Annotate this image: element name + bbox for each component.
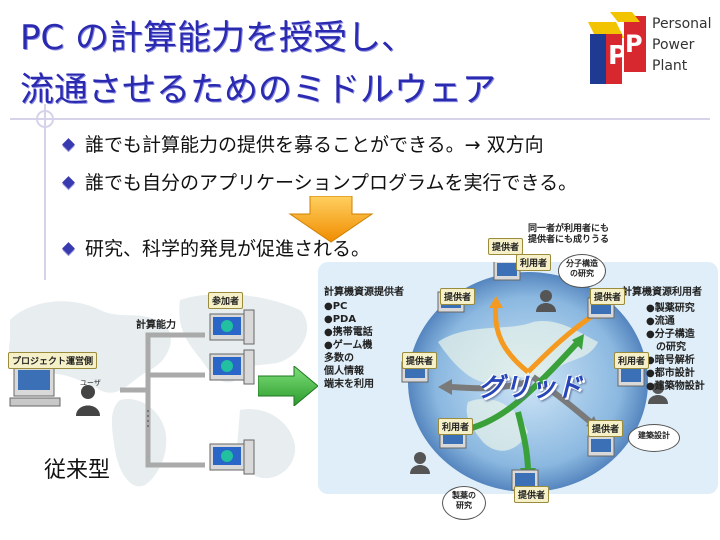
bubble-line: の研究 [570,269,594,278]
architecture-bubble: 建築設計 [628,424,680,452]
provider-tag: 提供者 [440,288,476,305]
user-list: ●製薬研究 ●流通 ●分子構造 の研究 ●暗号解析 ●都市設計 ●建築物設計 [646,302,705,393]
provider-list-item: ●PDA [324,314,357,325]
user-list-item: の研究 [656,342,686,353]
provider-tag: 提供者 [514,486,550,503]
user-list-item: ●都市設計 [646,368,695,379]
provider-list-item: ●携帯電話 [324,327,373,338]
bubble-line: 製薬の [452,491,476,500]
provider-list-item: ●ゲーム機 [324,340,373,351]
user-list-item: ●製薬研究 [646,303,695,314]
grid-model-diagram [318,262,718,494]
user-list-item: ●分子構造 [646,329,695,340]
traditional-model-caption: 従来型 [44,458,111,483]
logo-wordmark: Personal Power Plant [652,14,712,77]
provider-list: ●PC ●PDA ●携帯電話 ●ゲーム機 多数の 個人情報 端末を利用 [324,300,374,391]
provider-list-item: 多数の [324,353,354,364]
bullet-item: 誰でも自分のアプリケーションプログラムを実行できる。 [62,168,578,195]
title-vertical-rule [44,104,46,304]
user-tag: 利用者 [438,418,474,435]
title-line-1: PC の計算能力を授受し、 [20,18,416,58]
top-note-line: 提供者にも成りうる [528,235,610,245]
slide-title: PC の計算能力を授受し、 流通させるためのミドルウェア [20,12,580,116]
diamond-bullet-icon [62,242,75,255]
bullet-text: 誰でも自分のアプリケーションプログラムを実行できる。 [85,172,578,194]
diamond-bullet-icon [62,138,75,151]
logo-line-personal: Personal [652,16,712,32]
bubble-line: 研究 [456,501,472,510]
user-header: 計算機資源利用者 [622,287,702,298]
traditional-model-diagram [0,280,315,510]
orange-down-arrow [288,196,374,243]
logo-line-power: Power [652,37,695,53]
bullet-item: 誰でも計算能力の提供を募ることができる。→ 双方向 [62,130,544,157]
svg-text:P: P [625,30,643,58]
title-ring-decoration [36,110,54,128]
bullet-item: 研究、科学的発見が促進される。 [62,234,371,261]
provider-tag: 提供者 [402,352,438,369]
compute-capacity-label: 計算能力 [136,320,176,331]
user-list-item: ●流通 [646,316,675,327]
provider-tag: 提供者 [588,420,624,437]
user-label: ユーザ [80,379,101,387]
diamond-bullet-icon [62,176,75,189]
svg-text:P: P [608,41,627,71]
title-divider [10,118,710,120]
top-note: 同一者が利用者にも 提供者にも成りうる [528,224,609,246]
provider-list-item: ●PC [324,301,348,312]
provider-header: 計算機資源提供者 [324,287,404,298]
project-operator-label: プロジェクト運営側 [8,352,98,369]
participant-label: 参加者 [208,292,244,309]
top-note-line: 同一者が利用者にも [528,224,610,234]
bullet-text: 誰でも計算能力の提供を募ることができる。→ 双方向 [85,134,544,156]
logo-line-plant: Plant [652,58,688,74]
drug-research-bubble: 製薬の 研究 [442,486,486,520]
molecule-research-bubble: 分子構造 の研究 [558,254,606,288]
user-list-item: ●暗号解析 [646,355,695,366]
bullet-text: 研究、科学的発見が促進される。 [85,238,371,260]
grid-label: グリッド [478,373,583,403]
user-list-item: ●建築物設計 [646,381,705,392]
provider-tag: 提供者 [590,288,626,305]
bubble-line: 分子構造 [566,259,598,268]
provider-tag: 提供者 [488,238,524,255]
title-line-2: 流通させるためのミドルウェア [20,70,496,110]
user-tag: 利用者 [614,352,650,369]
ppp-logo: P P [588,12,646,84]
green-right-arrow [258,366,319,406]
provider-list-item: 端末を利用 [324,379,374,390]
provider-list-item: 個人情報 [324,366,364,377]
user-tag: 利用者 [516,254,552,271]
